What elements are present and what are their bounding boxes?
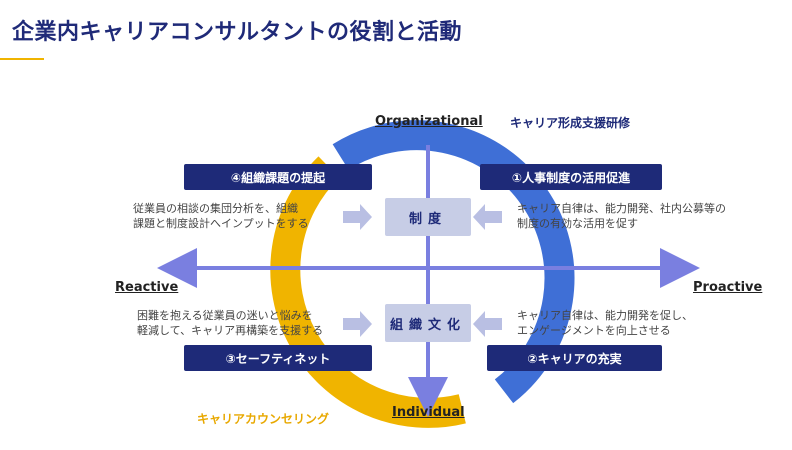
- center-box-culture: 組織文化: [385, 304, 471, 342]
- desc-top-right-line1: キャリア自律は、能力開発、社内公募等の: [517, 202, 726, 215]
- desc-bottom-right: キャリア自律は、能力開発を促し、 エンゲージメントを向上させる: [517, 308, 693, 338]
- arrow-right-lower: [473, 311, 502, 337]
- quadrant-label-organizational-issue: ④組織課題の提起: [184, 164, 372, 190]
- desc-top-left-line2: 課題と制度設計へインプットをする: [133, 217, 309, 230]
- arrow-left-lower: [343, 311, 372, 337]
- axis-label-individual: Individual: [392, 405, 465, 420]
- axis-label-proactive: Proactive: [693, 280, 763, 295]
- page-title: 企業内キャリアコンサルタントの役割と活動: [12, 20, 463, 45]
- desc-top-left-line1: 従業員の相談の集団分析を、組織: [133, 202, 298, 215]
- ring-label-counseling: キャリアカウンセリング: [197, 412, 330, 426]
- quadrant-label-safety-net: ③セーフティネット: [184, 345, 372, 371]
- desc-bottom-right-line2: エンゲージメントを向上させる: [517, 324, 671, 337]
- desc-bottom-left-line1: 困難を抱える従業員の迷いと悩みを: [137, 309, 313, 322]
- ring-label-training: キャリア形成支援研修: [510, 116, 631, 130]
- axis-label-reactive: Reactive: [115, 280, 179, 295]
- arrow-right-upper: [473, 204, 502, 230]
- desc-bottom-left: 困難を抱える従業員の迷いと悩みを 軽減して、キャリア再構築を支援する: [137, 308, 323, 338]
- blue-ring-arc: [332, 120, 575, 404]
- quadrant-label-career-fulfillment: ②キャリアの充実: [487, 345, 662, 371]
- yellow-ring-arc: [270, 156, 466, 428]
- desc-top-right: キャリア自律は、能力開発、社内公募等の 制度の有効な活用を促す: [517, 201, 726, 231]
- axis-label-organizational: Organizational: [375, 114, 483, 129]
- title-underline: [0, 58, 44, 60]
- center-box-system: 制度: [385, 198, 471, 236]
- desc-bottom-right-line1: キャリア自律は、能力開発を促し、: [517, 309, 693, 322]
- desc-top-left: 従業員の相談の集団分析を、組織 課題と制度設計へインプットをする: [133, 201, 309, 231]
- desc-bottom-left-line2: 軽減して、キャリア再構築を支援する: [137, 324, 324, 337]
- arrow-left-upper: [343, 204, 372, 230]
- desc-top-right-line2: 制度の有効な活用を促す: [517, 217, 638, 230]
- quadrant-label-hr-system: ①人事制度の活用促進: [480, 164, 662, 190]
